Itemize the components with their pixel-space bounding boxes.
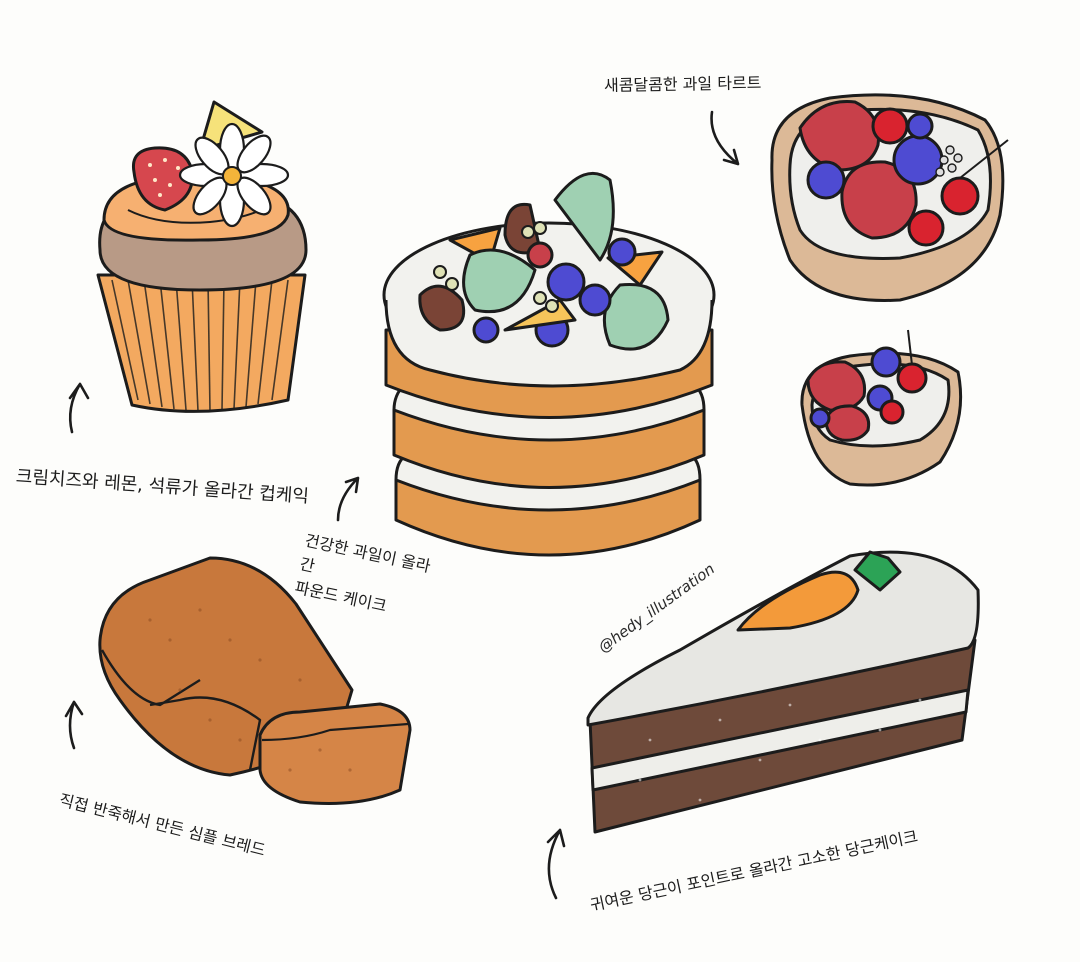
pound-cake-illustration [382,171,716,557]
fruit-tart-caption: 새콤달콤한 과일 타르트 [603,73,762,95]
small-fruit-tart-illustration [800,329,963,487]
large-fruit-tart-illustration [770,93,1009,302]
pointer-arrows [64,110,740,900]
bread-loaf-illustration [98,556,412,805]
cupcake-illustration [96,100,308,413]
carrot-cake-slice-illustration [586,550,980,834]
